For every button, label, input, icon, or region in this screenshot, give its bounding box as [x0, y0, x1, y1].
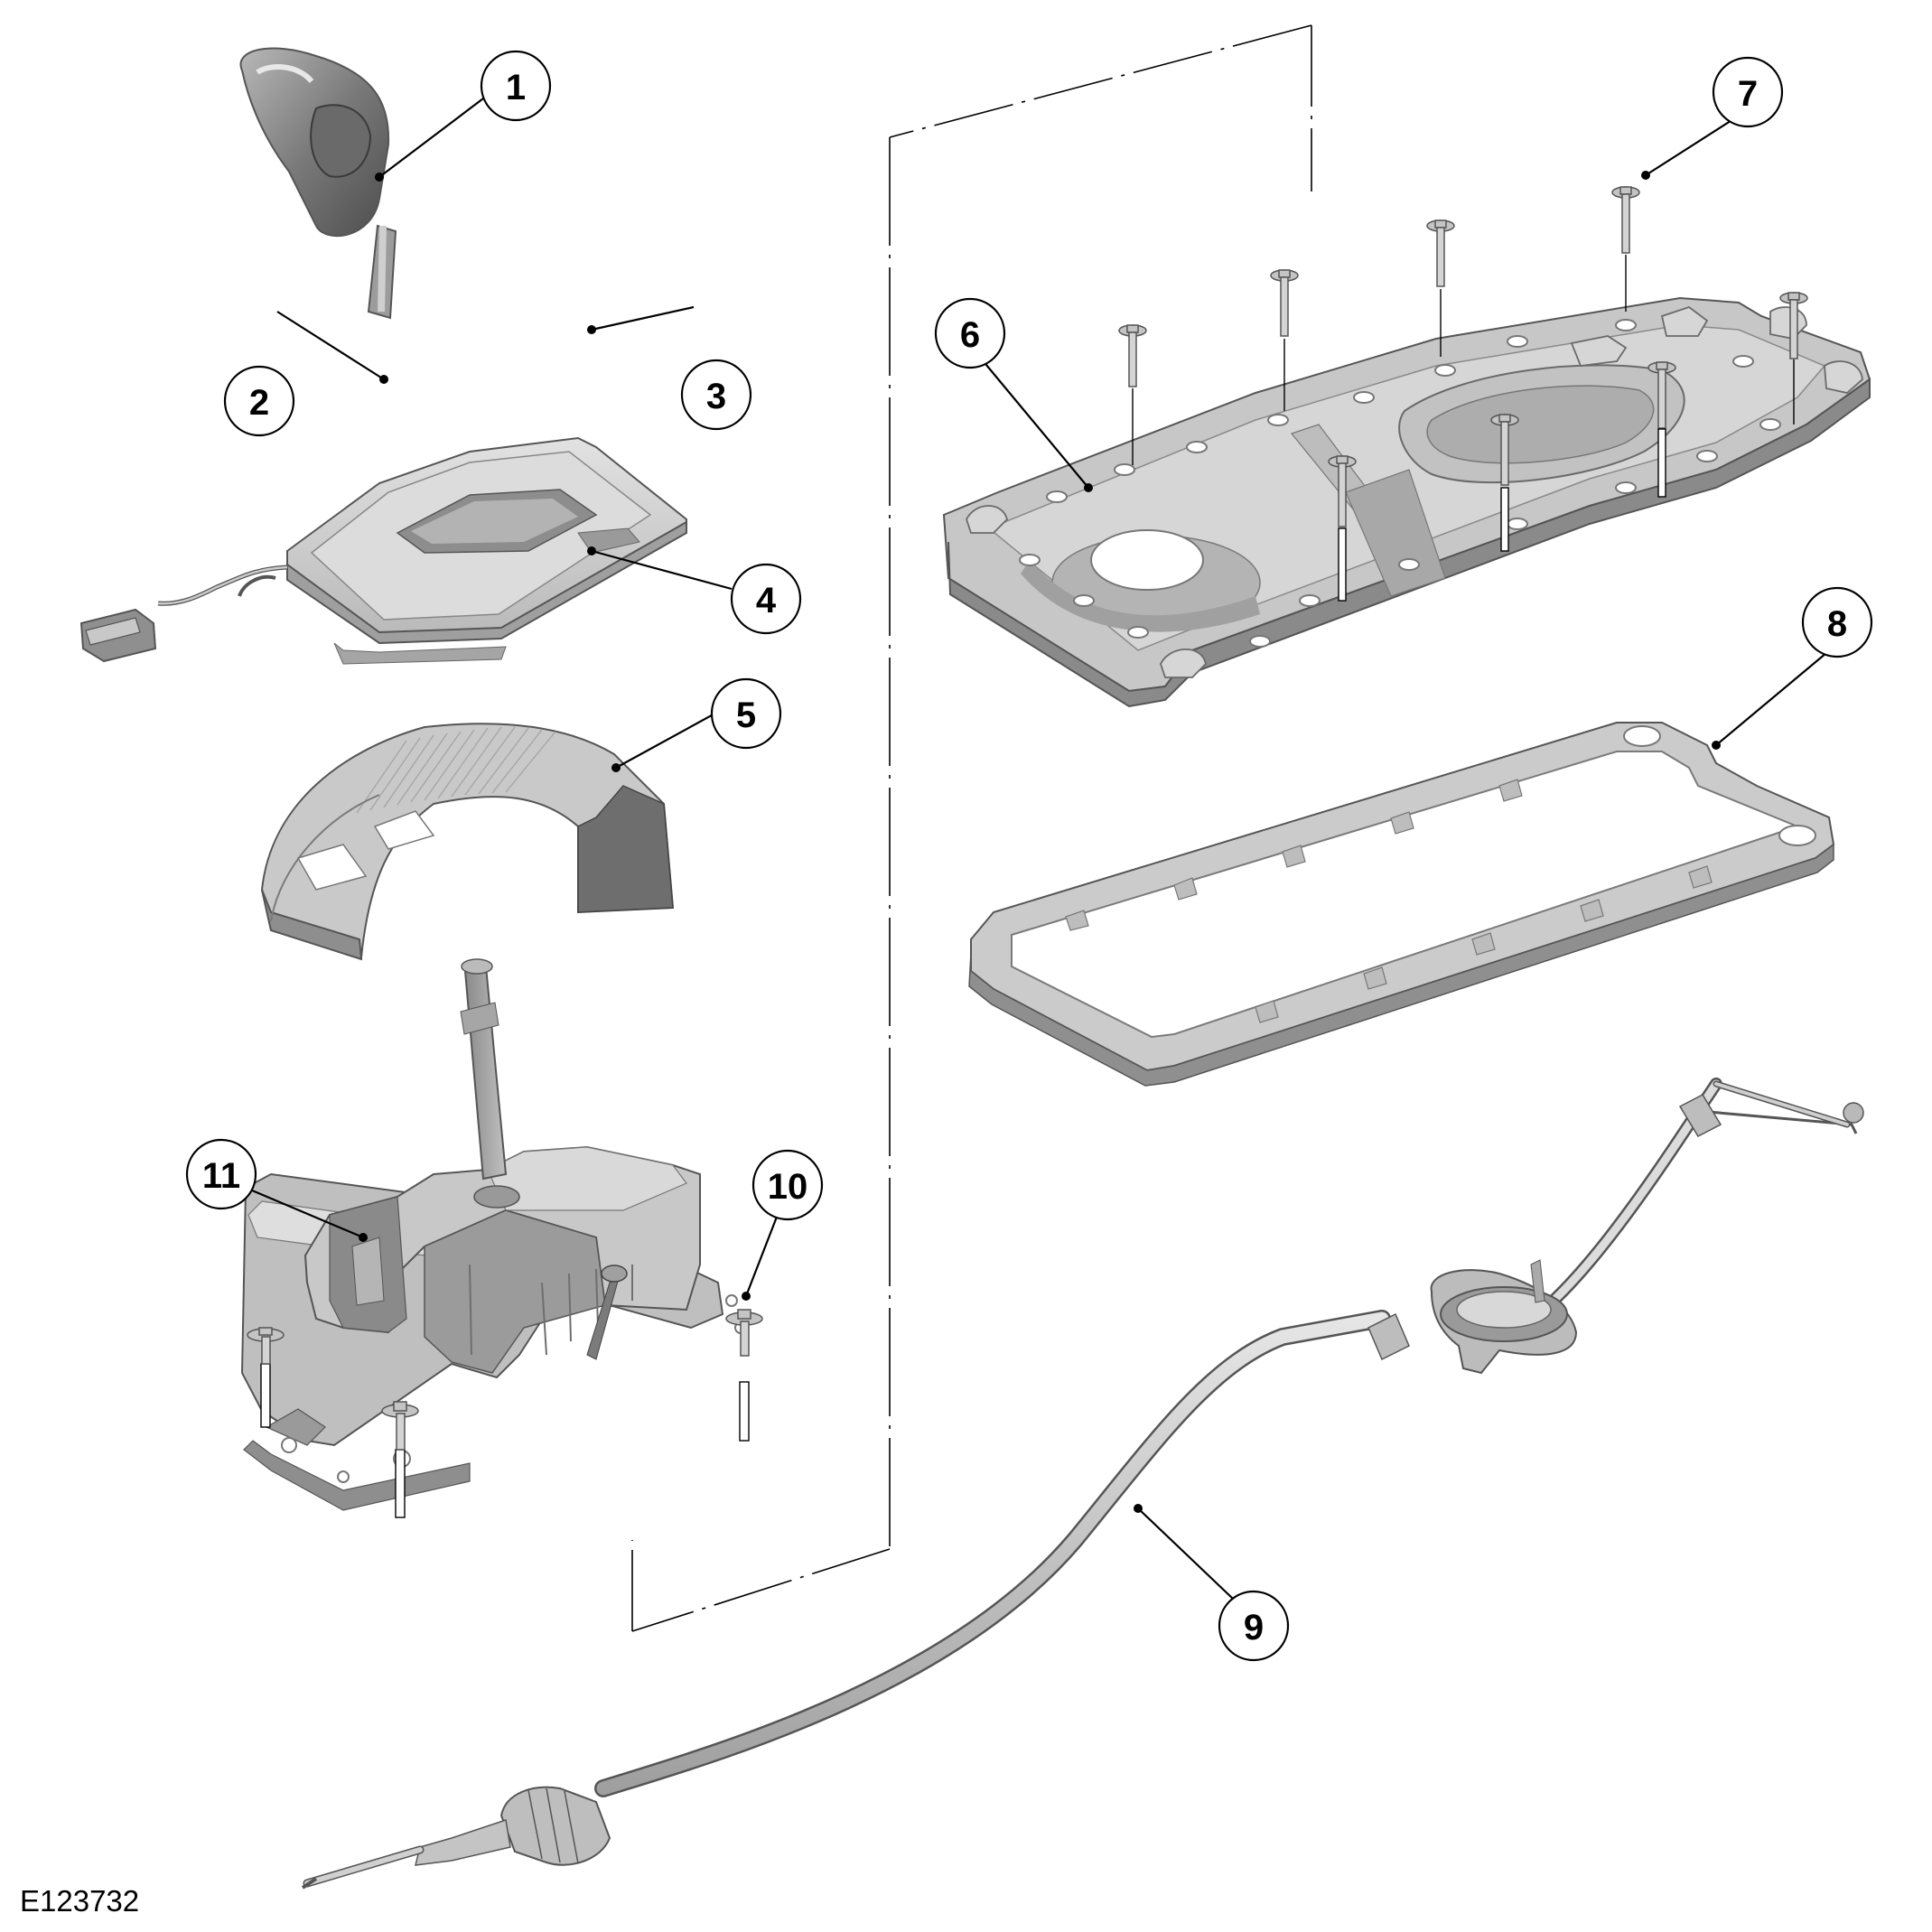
svg-text:9: 9 — [1244, 1608, 1264, 1647]
svg-text:7: 7 — [1738, 74, 1758, 114]
cover-screw-6 — [1647, 361, 1676, 498]
cover-screw-1 — [1118, 324, 1147, 465]
selector-housing-cover — [942, 296, 1871, 708]
svg-text:3: 3 — [706, 377, 726, 416]
cover-screw-3 — [1426, 219, 1455, 357]
selector-lever-knob — [239, 47, 397, 320]
cover-retaining-screws — [1118, 186, 1808, 602]
cover-screw-4 — [1611, 186, 1640, 312]
selector-shutter-cover — [260, 723, 675, 961]
svg-text:6: 6 — [960, 315, 980, 355]
figure-code: E123732 — [20, 1884, 140, 1918]
callout-6: 6 — [934, 297, 1006, 369]
svg-text:8: 8 — [1827, 604, 1847, 644]
callout-7: 7 — [1712, 56, 1784, 128]
svg-text:11: 11 — [202, 1156, 240, 1196]
housing-gasket — [968, 722, 1835, 1087]
screw-mid-housing — [381, 1401, 419, 1518]
cover-bolt-holes — [1019, 319, 1781, 648]
housing-retaining-screws — [247, 1309, 763, 1518]
selector-cable — [301, 1078, 1864, 1890]
callout-11: 11 — [185, 1138, 257, 1210]
svg-text:4: 4 — [756, 581, 777, 621]
assembly-bracket-lines — [631, 24, 1312, 1632]
cover-screw-7 — [1490, 414, 1519, 552]
callout-9: 9 — [1218, 1590, 1290, 1662]
callout-2: 2 — [223, 365, 295, 437]
selector-lever-housing — [240, 958, 747, 1511]
screw-left-housing — [247, 1327, 285, 1428]
cover-screw-5 — [1779, 292, 1808, 425]
selector-indicator-bezel — [79, 436, 687, 665]
callout-8: 8 — [1801, 586, 1873, 658]
cover-screw-2 — [1270, 269, 1299, 411]
leader-lines — [245, 92, 1833, 1600]
svg-text:1: 1 — [506, 68, 526, 107]
callout-10: 10 — [751, 1149, 824, 1221]
cover-screw-8 — [1328, 455, 1357, 602]
svg-text:10: 10 — [768, 1167, 808, 1207]
svg-text:2: 2 — [249, 383, 269, 423]
svg-text:5: 5 — [736, 695, 756, 735]
callout-5: 5 — [710, 677, 782, 750]
screw-right-housing — [725, 1309, 763, 1442]
callout-4: 4 — [730, 563, 802, 635]
callout-3: 3 — [680, 359, 752, 431]
callout-1: 1 — [480, 50, 552, 122]
